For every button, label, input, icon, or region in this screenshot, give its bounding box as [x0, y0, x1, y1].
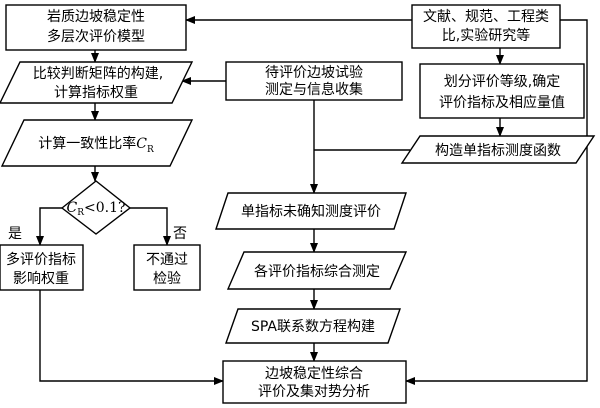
edge-weight-to-final [39, 290, 224, 385]
node-multi-weight-line-1: 多评价指标 [6, 251, 76, 268]
node-rock-slope-model: 岩质边坡稳定性 多层次评价模型 [5, 4, 187, 51]
node-single-measure-function-label: 构造单指标测度函数 [435, 143, 561, 159]
decision-symbol: C [66, 200, 77, 216]
node-final-line-2: 评价及集对势分析 [258, 383, 370, 400]
decision-subscript: R [77, 208, 84, 218]
edge-decision-no [130, 207, 171, 246]
node-slope-test-line-2: 测定与信息收集 [265, 81, 363, 98]
node-final-evaluation: 边坡稳定性综合 评价及集对势分析 [222, 360, 407, 404]
node-literature-line-2: 比,实验研究等 [442, 27, 530, 44]
node-decision-label: CR<0.1? [66, 200, 125, 218]
consistency-subscript: R [147, 145, 154, 155]
node-literature-line-1: 文献、规范、工程类 [423, 8, 549, 25]
node-fails-check-line-1: 不通过 [146, 252, 188, 268]
node-consistency-ratio-label: 计算一致性比率CR [38, 135, 154, 155]
node-literature-sources: 文献、规范、工程类 比,实验研究等 [411, 4, 561, 49]
node-judgment-matrix: 比较判断矩阵的构建, 计算指标权重 [0, 61, 194, 104]
node-grade-division-line-1: 划分评价等级,确定 [444, 73, 560, 90]
node-judgment-matrix-line-1: 比较判断矩阵的构建, [33, 66, 163, 82]
edge-right-to-final [405, 19, 588, 385]
edge-label-yes: 是 [8, 226, 22, 242]
node-multi-indicator-weight: 多评价指标 影响权重 [0, 244, 84, 291]
node-consistency-decision: CR<0.1? [60, 180, 132, 235]
node-spa-label: SPA联系数方程构建 [251, 319, 375, 335]
node-grade-division: 划分评价等级,确定 评价指标及相应量值 [419, 63, 585, 119]
node-judgment-matrix-line-2: 计算指标权重 [54, 85, 138, 101]
node-grade-division-line-2: 评价指标及相应量值 [439, 94, 565, 111]
node-final-line-1: 边坡稳定性综合 [265, 366, 363, 382]
node-fails-check: 不通过 检验 [133, 244, 201, 291]
node-unknown-measure-evaluation: 单指标未确知测度评价 [215, 192, 407, 230]
node-fails-check-line-2: 检验 [153, 271, 181, 287]
decision-rest: <0.1? [84, 200, 126, 216]
node-single-measure-function: 构造单指标测度函数 [400, 135, 596, 164]
node-spa-equation: SPA联系数方程构建 [225, 308, 401, 344]
consistency-symbol: C [136, 136, 147, 152]
node-multi-weight-line-2: 影响权重 [13, 271, 69, 287]
edge-decision-yes [36, 207, 62, 246]
consistency-text: 计算一致性比率 [38, 135, 136, 152]
node-comprehensive-measurement: 各评价指标综合测定 [226, 251, 408, 290]
node-rock-slope-model-line-1: 岩质边坡稳定性 [47, 9, 145, 25]
node-consistency-ratio: 计算一致性比率CR [0, 119, 194, 167]
node-slope-test-collection: 待评价边坡试验 测定与信息收集 [225, 61, 403, 101]
edge-label-no: 否 [173, 226, 187, 242]
node-slope-test-line-1: 待评价边坡试验 [265, 65, 363, 81]
node-rock-slope-model-line-2: 多层次评价模型 [47, 28, 145, 45]
node-comprehensive-label: 各评价指标综合测定 [254, 264, 380, 280]
node-unknown-measure-label: 单指标未确知测度评价 [241, 203, 381, 220]
